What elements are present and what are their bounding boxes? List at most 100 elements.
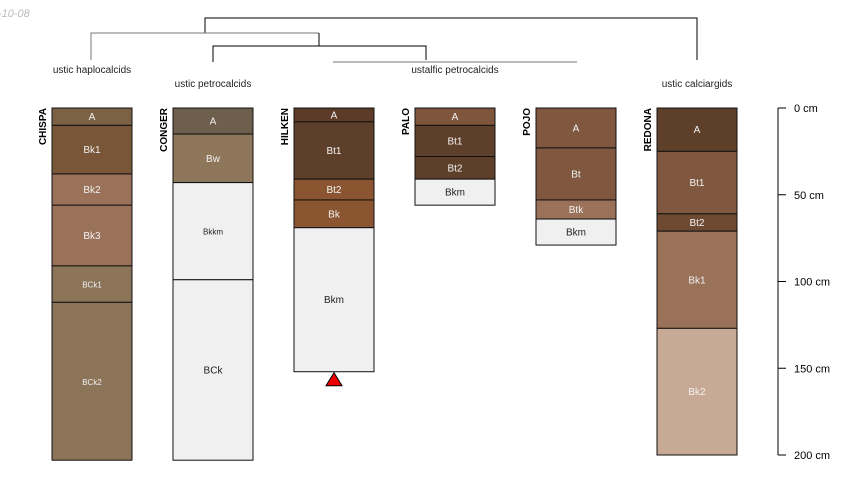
horizon-label: Bk2 (83, 185, 101, 196)
horizon-label: Bkm (324, 295, 344, 306)
horizon-label: BCk (204, 365, 224, 376)
dendrogram-branch-haplo (90, 32, 319, 60)
horizon: Bkkm (172, 182, 254, 281)
horizon-label: Bk1 (83, 145, 101, 156)
date-label: -10-08 (0, 8, 31, 20)
truncation-marker-icon (325, 371, 343, 387)
horizon: BCk1 (51, 265, 133, 303)
horizon-label: BCk2 (82, 378, 102, 387)
profile-name: REDONA (643, 108, 654, 151)
axis-tick-label: 0 cm (794, 103, 818, 115)
horizon-label: Bt1 (326, 146, 341, 157)
horizon-label: A (210, 117, 217, 128)
horizon-block (172, 107, 254, 135)
axis-tick-label: 200 cm (794, 450, 830, 462)
horizon-label: Bk1 (688, 275, 706, 286)
horizon-label: Bt1 (447, 136, 462, 147)
horizon: Bkm (535, 218, 617, 246)
horizon-block (51, 301, 133, 461)
horizon-label: Bk3 (83, 231, 101, 242)
profile-name: POJO (522, 108, 533, 136)
horizon: Btk (535, 199, 617, 220)
horizon: Bt1 (656, 150, 738, 215)
horizon-label: A (694, 125, 701, 136)
horizon-block (293, 199, 375, 229)
horizon: Bkm (293, 227, 375, 373)
horizon-block (535, 147, 617, 201)
horizon: Bw (172, 133, 254, 184)
horizon-block (293, 121, 375, 180)
horizon: Bt1 (414, 124, 496, 158)
profile-name: HILKEN (280, 108, 291, 145)
horizon: Bk2 (51, 173, 133, 206)
axis-tick-label: 50 cm (794, 190, 824, 202)
horizon-label: Bt2 (326, 185, 341, 196)
horizon: A (656, 107, 738, 152)
horizon: Bt (535, 147, 617, 201)
horizon-label: A (452, 112, 459, 123)
dendrogram (90, 17, 698, 63)
horizon: Bt2 (414, 156, 496, 180)
horizon-label: Bt (571, 169, 581, 180)
horizon: Bkm (414, 178, 496, 206)
dendrogram-branch-root (204, 17, 698, 60)
horizon-block (172, 279, 254, 461)
horizon-label: A (89, 112, 96, 123)
horizon-label: Bkm (445, 188, 465, 199)
horizon: A (293, 107, 375, 123)
taxon-label: ustic calciargids (662, 79, 733, 90)
horizon-label: Bkm (566, 228, 586, 239)
horizon-label: Bt1 (689, 178, 704, 189)
horizon-block (51, 204, 133, 267)
horizon-label: Bkkm (203, 228, 223, 237)
dendrogram-branch-petro (212, 45, 427, 62)
profile-name: PALO (401, 108, 412, 135)
horizon-block (293, 227, 375, 373)
horizon: A (414, 107, 496, 126)
horizon-block (414, 178, 496, 206)
axis-tick-label: 100 cm (794, 277, 830, 289)
horizon-block (172, 182, 254, 281)
axis-tick-label: 150 cm (794, 363, 830, 375)
horizon-label: Bw (206, 154, 221, 165)
depth-axis: 0 cm 50 cm 100 cm 150 cm 200 cm (777, 103, 830, 462)
profile-name: CONGER (159, 107, 170, 152)
horizon-label: Bt2 (689, 218, 704, 229)
horizon-block (51, 265, 133, 303)
horizon-block (172, 133, 254, 184)
horizon-block (656, 107, 738, 152)
horizon-block (656, 327, 738, 456)
horizon-label: Btk (569, 205, 584, 216)
horizon: Bk2 (656, 327, 738, 456)
horizon: Bk3 (51, 204, 133, 267)
horizon: Bk1 (51, 124, 133, 175)
horizon-label: Bk2 (688, 387, 706, 398)
horizon: Bt2 (656, 213, 738, 232)
horizon-label: BCk1 (82, 281, 102, 290)
horizon-block (656, 150, 738, 215)
horizon: BCk2 (51, 301, 133, 461)
horizon-label: Bt2 (447, 163, 462, 174)
horizon-label: A (573, 123, 580, 134)
taxon-label: ustalfic petrocalcids (411, 65, 498, 76)
horizon-block (535, 107, 617, 149)
horizon: A (51, 107, 133, 126)
profile-name: CHISPA (38, 108, 49, 145)
horizon-block (51, 124, 133, 175)
taxon-label: ustic haplocalcids (53, 65, 131, 76)
taxon-label: ustic petrocalcids (175, 79, 252, 90)
horizon: BCk (172, 279, 254, 461)
horizon: A (535, 107, 617, 149)
horizon-block (535, 218, 617, 246)
horizon-label: Bk (328, 209, 341, 220)
horizon: Bt1 (293, 121, 375, 180)
horizon: A (172, 107, 254, 135)
